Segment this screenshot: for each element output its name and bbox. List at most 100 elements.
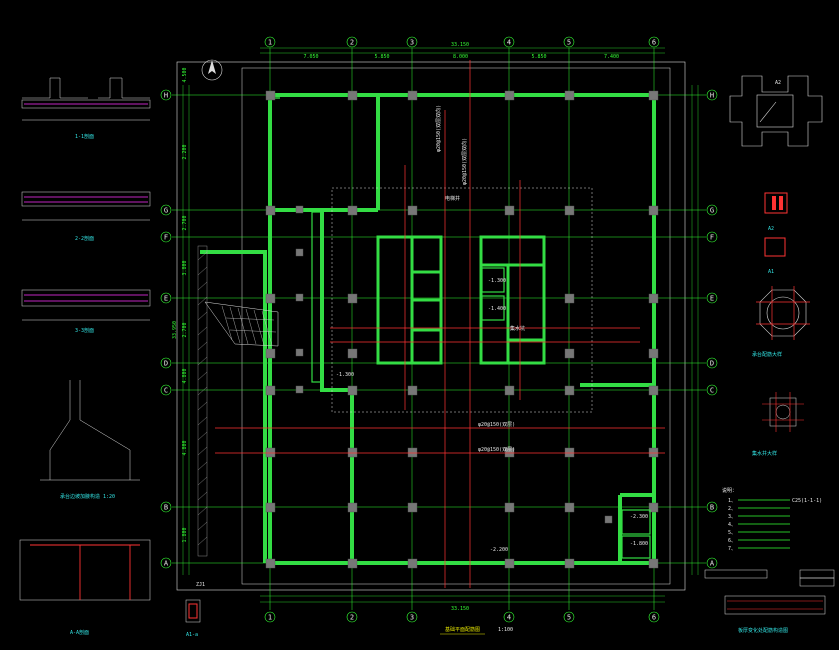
- svg-text:C: C: [710, 387, 714, 395]
- rebar-label-1: φ20@150(双层双向): [435, 105, 442, 152]
- column-axis-6-top: 6: [648, 36, 660, 48]
- detail-label-3: 3-3剖面: [75, 327, 94, 334]
- drawing-title: 基础平面配筋图: [445, 626, 480, 633]
- row-axis-B-left: B: [160, 501, 172, 513]
- svg-text:G: G: [164, 207, 168, 215]
- row-axis-E-left: E: [160, 292, 172, 304]
- notes-list: 1、2、3、4、5、6、7、: [728, 498, 790, 552]
- row-dimension: 2.200: [182, 144, 188, 159]
- svg-text:4: 4: [507, 39, 511, 47]
- drawing-scale: 1:100: [498, 627, 513, 633]
- svg-text:3: 3: [410, 39, 414, 47]
- rebar-label-4: φ20@150(双层): [478, 447, 515, 453]
- svg-text:D: D: [164, 360, 168, 368]
- column-axis-3-top: 3: [406, 36, 418, 48]
- detail-label-5: A-A剖面: [70, 629, 89, 636]
- svg-text:6: 6: [652, 614, 656, 622]
- span-dimension: 5.850: [374, 54, 389, 60]
- detail-label-2: 2-2剖面: [75, 235, 94, 242]
- row-axis-H-left: H: [160, 89, 172, 101]
- dim-left-total: 33.950: [172, 321, 178, 339]
- svg-text:B: B: [164, 504, 168, 512]
- main-plan: [172, 48, 706, 610]
- svg-text:3: 3: [410, 614, 414, 622]
- detail-label-pile: 承台配筋大样: [752, 351, 782, 358]
- row-axis-C-right: C: [706, 384, 718, 396]
- row-dimension: 4.500: [182, 67, 188, 82]
- row-axis-D-left: D: [160, 357, 172, 369]
- row-dimension: 3.800: [182, 260, 188, 275]
- svg-text:F: F: [164, 234, 168, 242]
- column-axis-1-top: 1: [264, 36, 276, 48]
- row-axis-A-right: A: [706, 557, 718, 569]
- column-axis-bubbles-top: 1 2 3 4 5 6: [264, 36, 660, 48]
- elev-label-6: -2.200: [490, 547, 508, 553]
- elev-label-5: -1.300: [336, 372, 354, 378]
- row-axis-B-right: B: [706, 501, 718, 513]
- notes-title: 说明：: [722, 487, 737, 494]
- detail-label-a2-top: A2: [775, 80, 781, 86]
- column-axis-bubbles-bottom: 1 2 3 4 5 6: [264, 611, 660, 623]
- row-axis-H-right: H: [706, 89, 718, 101]
- svg-text:E: E: [164, 295, 168, 303]
- note-item: 2、: [728, 506, 736, 512]
- row-axis-F-left: F: [160, 231, 172, 243]
- note-item: 7、: [728, 546, 736, 552]
- row-dimension: 2.700: [182, 322, 188, 337]
- column-axis-4-bottom: 4: [503, 611, 515, 623]
- svg-text:1: 1: [268, 39, 272, 47]
- detail-label-well: 集水井大样: [752, 450, 777, 457]
- svg-text:G: G: [710, 207, 714, 215]
- row-axis-bubbles-right: H G F E D C B A: [706, 89, 718, 569]
- dimension-lines: [182, 47, 699, 603]
- row-axis-F-right: F: [706, 231, 718, 243]
- column-axis-5-top: 5: [563, 36, 575, 48]
- column-axis-2-top: 2: [346, 36, 358, 48]
- detail-label-1: 1-1剖面: [75, 133, 94, 140]
- right-details: A2 A2 A1 承台配筋大样: [704, 75, 835, 634]
- span-dimension: 5.850: [531, 54, 546, 60]
- svg-text:C: C: [164, 387, 168, 395]
- svg-text:5: 5: [567, 614, 571, 622]
- svg-text:5: 5: [567, 39, 571, 47]
- column-axis-6-bottom: 6: [648, 611, 660, 623]
- pit-label: 集水坑: [510, 325, 525, 332]
- row-dimension: 4.800: [182, 440, 188, 455]
- column-axis-4-top: 4: [503, 36, 515, 48]
- column-axis-1-bottom: 1: [264, 611, 276, 623]
- svg-text:D: D: [710, 360, 714, 368]
- row-axis-C-left: C: [160, 384, 172, 396]
- svg-text:A: A: [164, 560, 169, 568]
- elev-label-1: -1.300: [488, 278, 506, 284]
- row-axis-A-left: A: [160, 557, 172, 569]
- note-item: 3、: [728, 514, 736, 520]
- rebar-label-3: φ20@150(双层): [478, 422, 515, 428]
- column-axis-5-bottom: 5: [563, 611, 575, 623]
- note-item: 5、: [728, 530, 736, 536]
- elev-label-4: -1.800: [630, 541, 648, 547]
- dim-bottom-total: 33.150: [451, 606, 469, 612]
- svg-text:H: H: [710, 92, 714, 100]
- svg-text:4: 4: [507, 614, 511, 622]
- detail-label-a1: A1: [768, 269, 774, 275]
- rebar-label-2: φ20@150(双层双向): [461, 138, 468, 185]
- span-dimension: 7.400: [604, 54, 619, 60]
- svg-text:A: A: [710, 560, 715, 568]
- note-item: 6、: [728, 538, 736, 544]
- detail-label-a1a: A1-a: [186, 632, 198, 638]
- row-axis-E-right: E: [706, 292, 718, 304]
- dim-top-total: 33.150: [451, 42, 469, 48]
- row-dimension: 1.800: [182, 527, 188, 542]
- row-dimension: 2.700: [182, 215, 188, 230]
- detail-label-zj1: ZJ1: [196, 582, 205, 588]
- svg-text:F: F: [710, 234, 714, 242]
- ramp-hatch: [204, 301, 279, 347]
- detail-label-slab: 板厚变化处配筋构造图: [738, 627, 788, 634]
- svg-text:B: B: [710, 504, 714, 512]
- svg-text:E: E: [710, 295, 714, 303]
- row-axis-G-left: G: [160, 204, 172, 216]
- column-axis-2-bottom: 2: [346, 611, 358, 623]
- detail-label-a2: A2: [768, 226, 774, 232]
